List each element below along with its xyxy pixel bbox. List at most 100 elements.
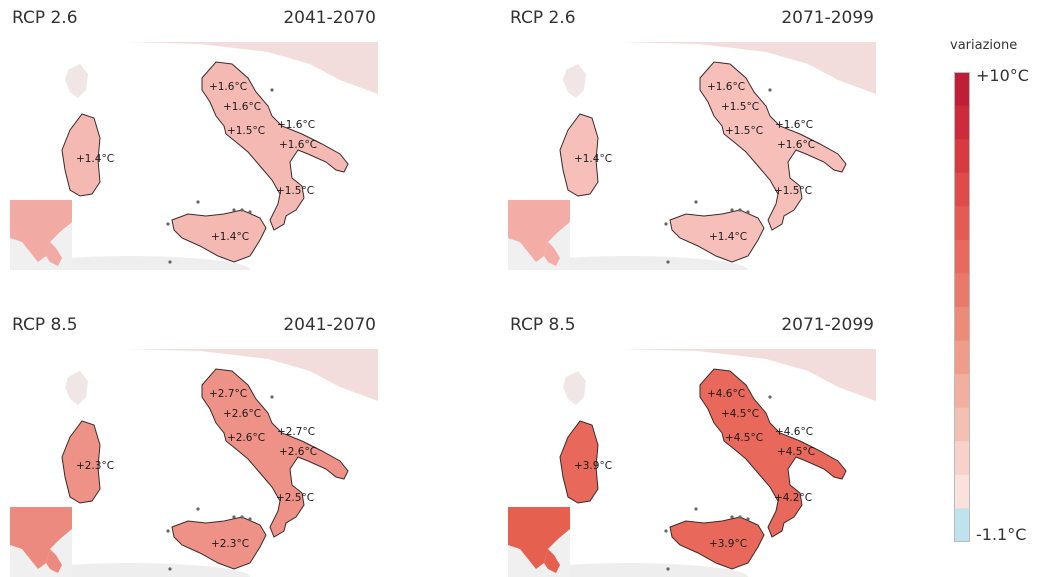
region-value-label: +1.6°C (775, 119, 813, 131)
inset-italy-map (10, 507, 72, 577)
region-value-label: +1.6°C (209, 81, 247, 93)
scenario-title: RCP 2.6 (12, 8, 78, 28)
legend-color-step (954, 374, 970, 409)
legend-color-step (954, 139, 970, 174)
legend-color-step (954, 72, 970, 107)
neighbor-balkans-shape (125, 42, 378, 94)
neighbor-balkans-shape (125, 349, 378, 401)
region-value-label: +4.5°C (725, 432, 763, 444)
legend-bar-border (954, 72, 970, 542)
neighbor-balkans-shape (623, 349, 876, 401)
small-island-marker (694, 507, 698, 511)
map-panel-rcp26-2071: RCP 2.6 2071-2099 +1.6°C +1.5°C +1.5°C +1.6… (508, 8, 876, 270)
region-value-label: +2.7°C (277, 426, 315, 438)
legend-color-step (954, 206, 970, 241)
small-island-marker (768, 395, 772, 399)
region-value-label: +2.3°C (211, 538, 249, 550)
region-value-label: +1.4°C (709, 231, 747, 243)
inset-south-shape (544, 549, 560, 573)
region-value-label: +2.6°C (227, 432, 265, 444)
small-island-marker (166, 529, 170, 533)
corsica-shape (563, 64, 586, 98)
region-value-label: +1.6°C (223, 101, 261, 113)
small-island-marker (768, 88, 772, 92)
region-value-label: +4.5°C (721, 408, 759, 420)
small-island-marker (270, 88, 274, 92)
region-value-label: +3.9°C (574, 460, 612, 472)
region-value-label: +4.2°C (774, 492, 812, 504)
temperature-map: +4.6°C +4.5°C +4.5°C +4.6°C +4.5°C +4.2°C +3.9… (508, 349, 876, 577)
region-value-label: +1.5°C (227, 125, 265, 137)
inset-italy-map (10, 200, 72, 270)
small-island-marker (746, 210, 750, 214)
legend-color-step (954, 508, 970, 542)
southern-italy-shape (699, 368, 847, 538)
region-value-label: +4.6°C (707, 388, 745, 400)
sicilia-shape (171, 516, 267, 570)
small-island-marker (232, 208, 236, 212)
corsica-shape (563, 371, 586, 405)
region-value-label: +1.6°C (707, 81, 745, 93)
scenario-title: RCP 2.6 (510, 8, 576, 28)
small-island-marker (168, 260, 172, 264)
region-value-label: +1.4°C (574, 153, 612, 165)
sardegna-shape (559, 113, 599, 197)
region-value-label: +3.9°C (709, 538, 747, 550)
neighbor-balkans-shape (623, 42, 876, 94)
sicilia-shape (171, 209, 267, 263)
region-value-label: +2.5°C (276, 492, 314, 504)
region-value-label: +4.6°C (775, 426, 813, 438)
region-value-label: +1.5°C (276, 185, 314, 197)
region-value-label: +4.5°C (777, 446, 815, 458)
inset-south-shape (544, 242, 560, 266)
temperature-map: +1.6°C+1.5°C+1.5°C+1.6°C+1.6°C+1.5°C+1.4… (508, 42, 876, 270)
corsica-shape (65, 64, 88, 98)
legend-color-step (954, 172, 970, 207)
region-value-label: +1.5°C (725, 125, 763, 137)
southern-italy-shape (201, 61, 349, 231)
region-value-label: +1.5°C (774, 185, 812, 197)
legend-color-step (954, 239, 970, 274)
legend-color-step (954, 307, 970, 342)
small-island-marker (168, 567, 172, 571)
legend-title: variazione (950, 38, 1018, 53)
region-value-label: +1.6°C (277, 119, 315, 131)
small-island-marker (240, 515, 244, 519)
period-title: 2041-2070 (283, 315, 376, 335)
southern-italy-shape (699, 61, 847, 231)
small-island-marker (746, 517, 750, 521)
period-title: 2071-2099 (781, 8, 874, 28)
sardegna-shape (61, 420, 101, 504)
region-value-label: +2.7°C (209, 388, 247, 400)
inset-italy-shape (508, 507, 570, 569)
small-island-marker (270, 395, 274, 399)
legend-color-step (954, 340, 970, 375)
sicilia-shape (669, 209, 765, 263)
small-island-marker (738, 515, 742, 519)
map-panel-rcp85-2071: RCP 8.5 2071-2099 +4.6°C+4.5°C+4.5°C+4.6… (508, 315, 876, 577)
legend-color-step (954, 474, 970, 509)
color-legend: variazione +10°C -1.1°C (940, 38, 1040, 558)
small-island-marker (664, 222, 668, 226)
scenario-title: RCP 8.5 (510, 315, 576, 335)
inset-south-shape (46, 242, 62, 266)
scenario-title: RCP 8.5 (12, 315, 78, 335)
region-value-label: +1.4°C (211, 231, 249, 243)
small-island-marker (664, 529, 668, 533)
sardegna-shape (61, 113, 101, 197)
small-island-marker (248, 517, 252, 521)
region-value-label: +2.6°C (223, 408, 261, 420)
legend-min-label: -1.1°C (976, 525, 1027, 544)
map-panel-rcp85-2041: RCP 8.5 2041-2070 +2.7°C +2.6°C +2.6°C +2.7… (10, 315, 378, 577)
region-value-label: +1.6°C (279, 139, 317, 151)
small-island-marker (196, 200, 200, 204)
temperature-map: +1.6°C +1.6°C +1.5°C +1.6°C +1.6°C +1.5°C +1.4… (10, 42, 378, 270)
inset-italy-map (508, 507, 570, 577)
period-title: 2041-2070 (283, 8, 376, 28)
legend-color-step (954, 441, 970, 476)
legend-color-step (954, 273, 970, 308)
corsica-shape (65, 371, 88, 405)
small-island-marker (248, 210, 252, 214)
sardegna-shape (559, 420, 599, 504)
small-island-marker (666, 567, 670, 571)
